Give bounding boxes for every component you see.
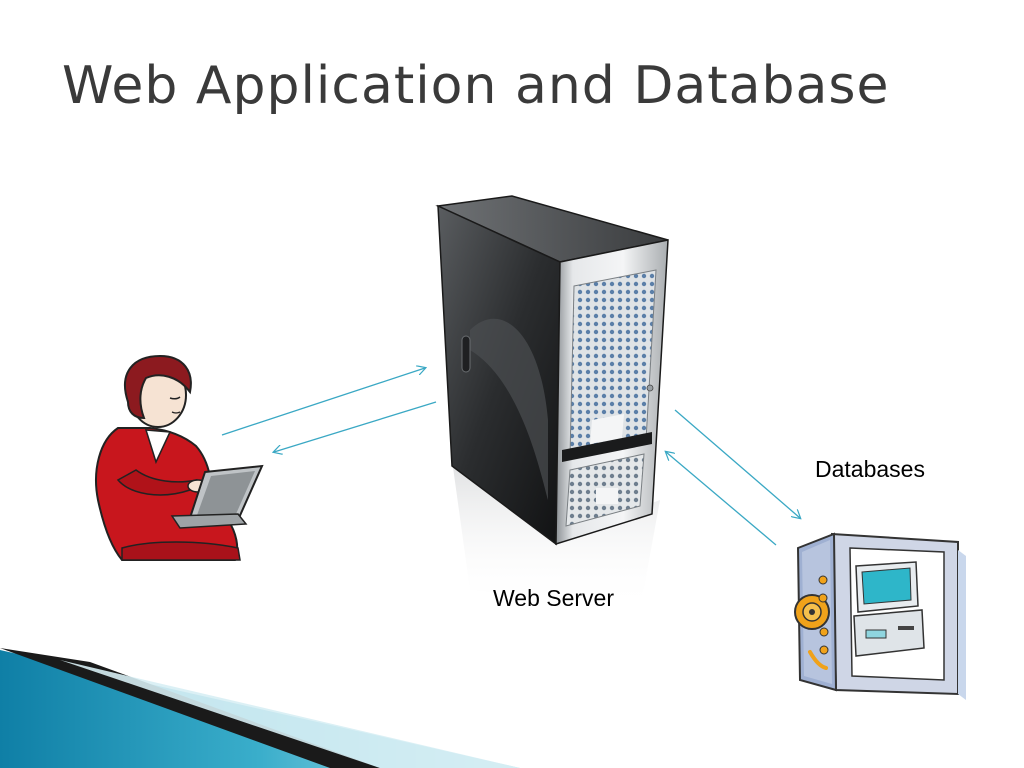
- arrow-database-to-server: [666, 452, 777, 546]
- user-server-arrows: [221, 368, 437, 452]
- bottom-accent-band: [0, 648, 520, 768]
- slide-title: Web Application and Database: [62, 56, 890, 116]
- server-database-arrows: [666, 409, 800, 546]
- arrow-server-to-database: [674, 409, 800, 518]
- web-server-label: Web Server: [493, 585, 615, 611]
- woman-at-laptop-icon: [95, 354, 264, 561]
- arrow-user-to-server: [221, 368, 425, 436]
- database-safe-icon: [794, 532, 966, 700]
- arrow-server-to-user: [274, 401, 437, 452]
- server-tower-icon: [435, 195, 669, 610]
- databases-label: Databases: [815, 456, 925, 482]
